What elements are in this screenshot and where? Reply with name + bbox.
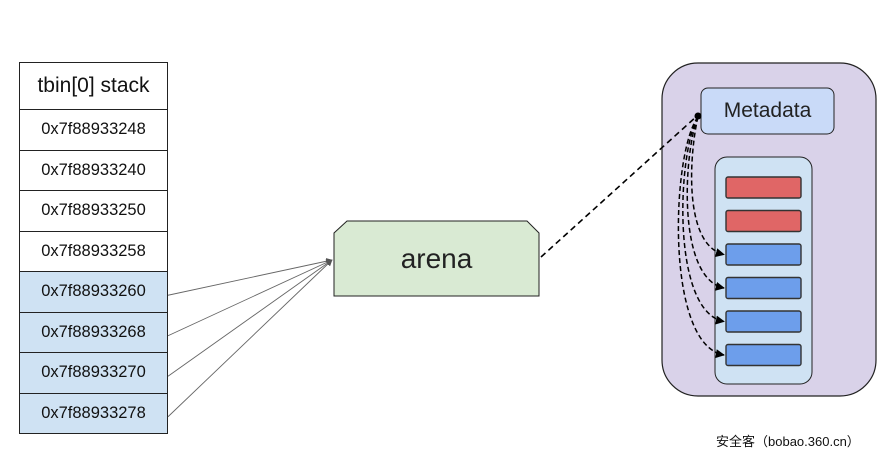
used-chunk [725,176,802,199]
stack-entry: 0x7f88933248 [19,110,168,151]
stack-entry: 0x7f88933268 [19,312,168,353]
stack-to-arena-arrow [167,259,333,418]
stack-entry: 0x7f88933258 [19,231,168,272]
metadata-to-free-chunk-arrows [677,116,725,359]
stack-entry: 0x7f88933240 [19,150,168,191]
stack-to-arena-arrow [167,258,333,296]
arena-to-metadata-line [540,115,698,258]
arena-label: arena [400,242,473,274]
metadata-to-chunk-arrow [686,116,725,291]
watermark: 安全客（bobao.360.cn） [716,434,860,449]
tbin-stack-table: tbin[0] stack 0x7f88933248 0x7f88933240 … [19,62,168,434]
metadata-anchor-dot [694,112,702,120]
arena-box [333,220,540,297]
free-chunk [725,310,802,333]
stack-entry: 0x7f88933270 [19,353,168,394]
free-chunk [725,343,802,367]
free-chunk [725,243,802,266]
used-chunk [725,209,802,233]
metadata-label: Metadata [723,99,812,122]
metadata-to-chunk-arrow [682,116,725,325]
free-chunk [725,276,802,300]
stack-entry: 0x7f88933250 [19,191,168,232]
stack-entry: 0x7f88933260 [19,272,168,313]
metadata-box [700,87,835,135]
stack-entry: 0x7f88933278 [19,393,168,434]
metadata-to-chunk-arrow [677,116,725,359]
stack-header: tbin[0] stack [19,62,168,110]
stack-to-arena-arrow [167,259,333,377]
stack-to-arena-arrow [167,259,333,337]
chunks [725,176,802,367]
stack-to-arena-arrows [167,258,333,418]
